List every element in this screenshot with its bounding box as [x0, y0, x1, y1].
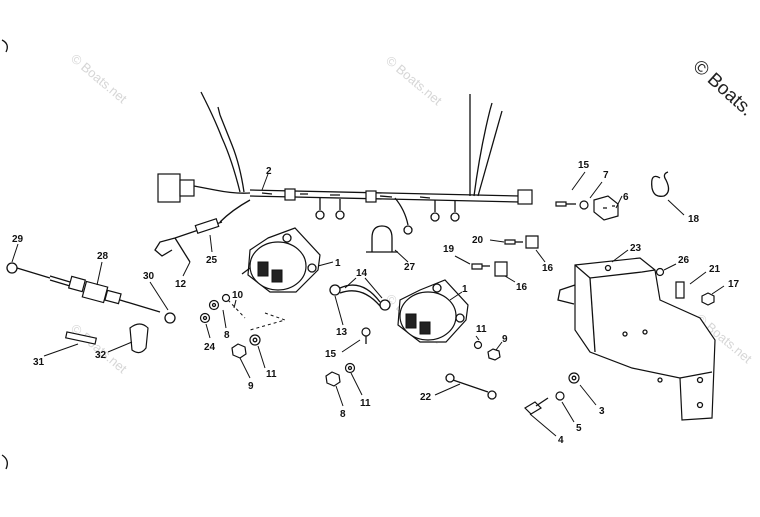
callout-1b: 1 [462, 284, 468, 295]
callout-8b: 8 [340, 409, 346, 420]
callout-18: 18 [688, 214, 700, 225]
wire-clip [371, 225, 393, 252]
callout-labels: 2 15 7 6 18 29 28 30 12 25 1 14 27 19 20… [12, 160, 740, 446]
callout-5: 5 [576, 423, 582, 434]
callout-12: 12 [175, 279, 187, 290]
solenoid-left [241, 227, 321, 293]
hardware-middle-right [471, 235, 539, 277]
jumper-wire [329, 284, 391, 311]
callout-30: 30 [143, 271, 155, 282]
callout-17: 17 [728, 279, 740, 290]
callout-19: 19 [443, 244, 455, 255]
watermark: © Boats.net [383, 53, 445, 109]
callout-11b: 11 [476, 324, 487, 335]
callout-22: 22 [420, 392, 432, 403]
callout-16b: 16 [516, 282, 528, 293]
callout-24: 24 [204, 342, 216, 353]
callout-11: 11 [266, 369, 277, 380]
callout-16: 16 [542, 263, 554, 274]
watermark: © Boats.net [68, 51, 130, 107]
callout-31: 31 [33, 357, 45, 368]
callout-29: 29 [12, 234, 24, 245]
callout-11c: 11 [360, 398, 371, 409]
hardware-bottom [524, 372, 580, 415]
callout-14: 14 [356, 268, 368, 279]
callout-6: 6 [623, 192, 629, 203]
callout-27: 27 [404, 262, 416, 273]
callout-7: 7 [603, 170, 609, 181]
callout-1: 1 [335, 258, 341, 269]
screw [361, 327, 371, 344]
ground-wire [445, 373, 497, 400]
callout-25: 25 [206, 255, 218, 266]
hardware-right [655, 267, 715, 306]
wiring-harness [157, 91, 533, 235]
hardware-left [199, 293, 287, 359]
hardware-middle [325, 340, 501, 387]
edge-mark [1, 39, 8, 53]
ground-strap [154, 218, 223, 263]
callout-15b: 15 [325, 349, 337, 360]
watermark-corner: © Boats. [689, 56, 757, 121]
callout-10: 10 [232, 290, 244, 301]
callout-13: 13 [336, 327, 348, 338]
fuse-holder-assembly [6, 262, 176, 354]
mounting-bracket [557, 257, 716, 421]
callout-26: 26 [678, 255, 690, 266]
callout-15: 15 [578, 160, 590, 171]
edge-mark [1, 454, 8, 470]
hardware-top-right [555, 171, 670, 221]
callout-3: 3 [599, 406, 605, 417]
solenoid-right [397, 279, 469, 343]
callout-9: 9 [248, 381, 254, 392]
callout-2: 2 [266, 166, 272, 177]
callout-8: 8 [224, 330, 230, 341]
callout-4: 4 [558, 435, 564, 446]
callout-21: 21 [709, 264, 721, 275]
callout-28: 28 [97, 251, 109, 262]
watermark: © Boats.net [68, 321, 130, 377]
callout-9b: 9 [502, 334, 508, 345]
callout-20: 20 [472, 235, 484, 246]
callout-32: 32 [95, 350, 107, 361]
callout-23: 23 [630, 243, 642, 254]
